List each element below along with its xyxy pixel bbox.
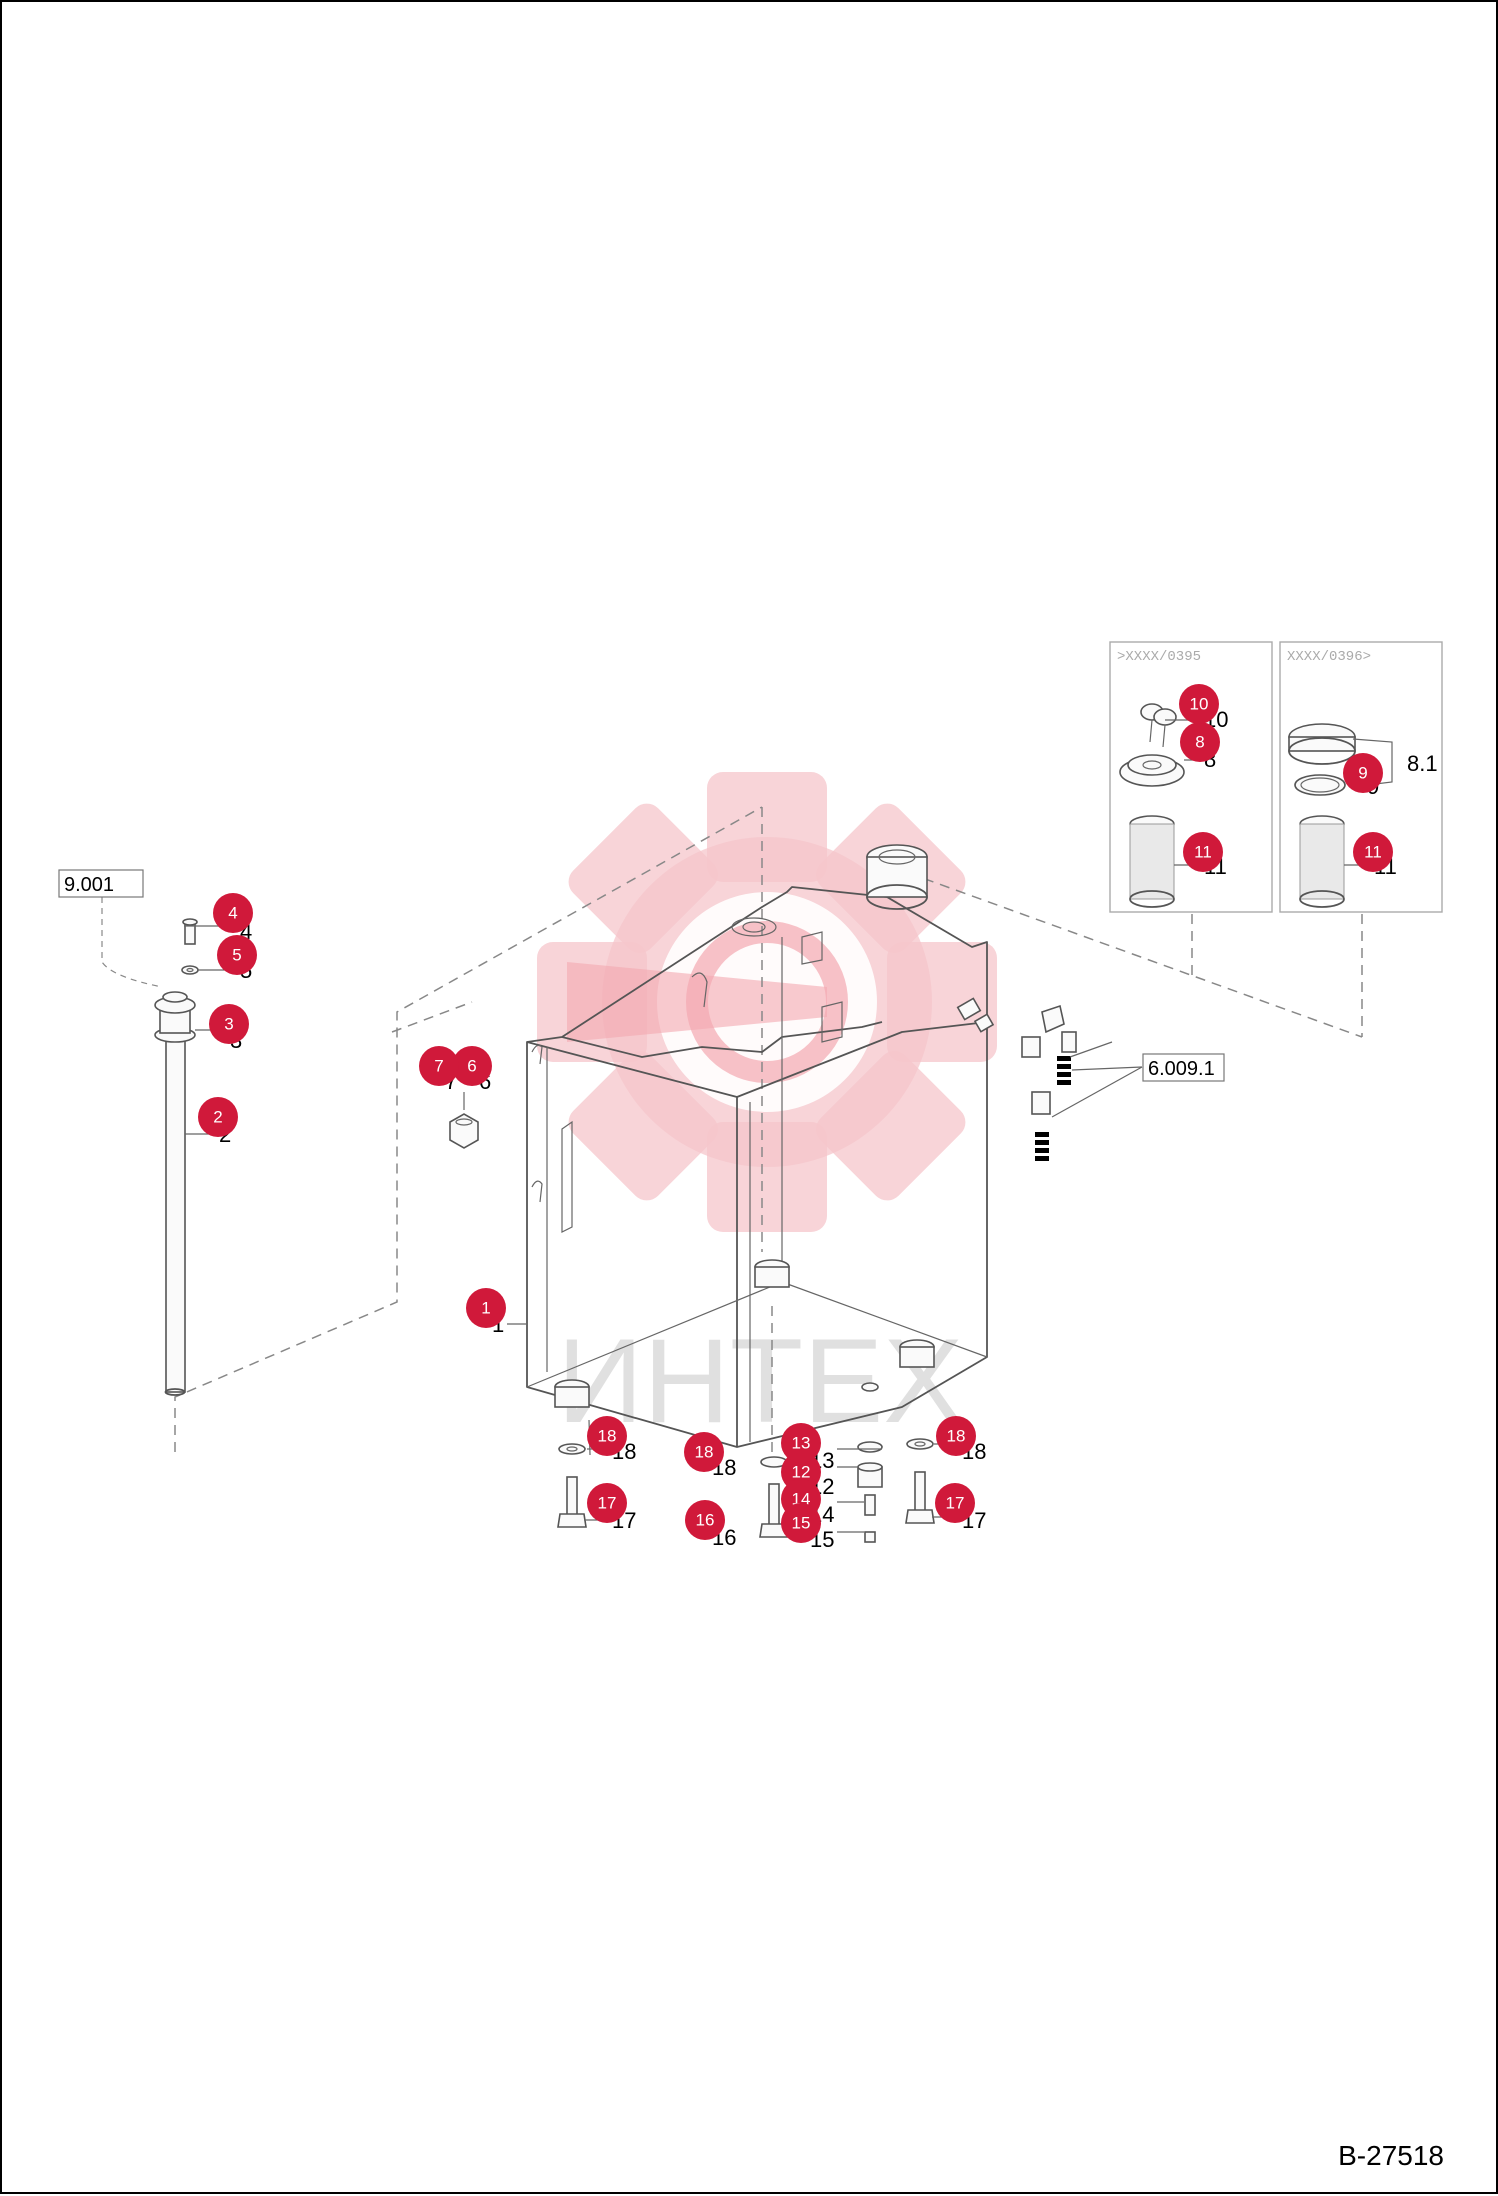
callout-18-right[interactable]: 18 <box>936 1416 976 1456</box>
svg-text:2: 2 <box>213 1108 222 1127</box>
callout-9[interactable]: 9 <box>1343 753 1383 793</box>
watermark-gear-icon <box>537 772 997 1232</box>
level-gauge-assembly <box>101 897 199 1396</box>
callout-16[interactable]: 16 <box>685 1500 725 1540</box>
drawing-number: B-27518 <box>1338 2140 1444 2171</box>
callout-13[interactable]: 13 <box>781 1423 821 1463</box>
svg-text:12: 12 <box>792 1463 811 1482</box>
svg-text:15: 15 <box>792 1514 811 1533</box>
reference-label-9-001[interactable]: 9.001 <box>58 869 144 898</box>
inset-left: >XXXX/0395 <box>1109 641 1273 913</box>
callout-6[interactable]: 6 <box>452 1046 492 1086</box>
callout-11-right[interactable]: 11 <box>1353 832 1393 872</box>
svg-text:3: 3 <box>224 1015 233 1034</box>
svg-text:18: 18 <box>947 1427 966 1446</box>
inset-left-label: >XXXX/0395 <box>1117 649 1201 665</box>
svg-text:18: 18 <box>598 1427 617 1446</box>
breather-plug <box>449 1092 479 1149</box>
bottom-fasteners <box>557 1419 935 1543</box>
watermark-text: ИНТЕХ <box>557 1314 963 1448</box>
svg-text:5: 5 <box>232 946 241 965</box>
callout-11-left[interactable]: 11 <box>1183 832 1223 872</box>
part-number: 8.1 <box>1407 751 1438 776</box>
callout-3[interactable]: 3 <box>209 1004 249 1044</box>
svg-text:10: 10 <box>1190 695 1209 714</box>
callout-bubbles: 1 2 3 4 5 6 7 8 9 10 11 11 12 13 14 15 1… <box>198 684 1393 1543</box>
svg-text:13: 13 <box>792 1434 811 1453</box>
svg-text:11: 11 <box>1194 843 1212 862</box>
reference-label-text: 6.009.1 <box>1148 1058 1215 1080</box>
callout-17-right[interactable]: 17 <box>935 1483 975 1523</box>
callout-17-left[interactable]: 17 <box>587 1483 627 1523</box>
callout-7[interactable]: 7 <box>419 1046 459 1086</box>
callout-4[interactable]: 4 <box>213 893 253 933</box>
svg-text:6: 6 <box>467 1057 476 1076</box>
callout-8[interactable]: 8 <box>1180 722 1220 762</box>
callout-1[interactable]: 1 <box>466 1288 506 1328</box>
watermark: ИНТЕХ <box>537 772 997 1448</box>
fittings-assembly <box>956 997 1143 1161</box>
callout-2[interactable]: 2 <box>198 1097 238 1137</box>
svg-text:11: 11 <box>1364 843 1382 862</box>
svg-text:17: 17 <box>598 1494 617 1513</box>
svg-text:17: 17 <box>946 1494 965 1513</box>
assembly-lines <box>174 806 1363 1452</box>
svg-text:8: 8 <box>1195 733 1204 752</box>
callout-15[interactable]: 15 <box>781 1503 821 1543</box>
reference-label-6-009-1[interactable]: 6.009.1 <box>1142 1053 1225 1082</box>
svg-text:16: 16 <box>696 1511 715 1530</box>
svg-text:18: 18 <box>695 1443 714 1462</box>
callout-18-center[interactable]: 18 <box>684 1432 724 1472</box>
hydraulic-tank <box>526 844 988 1448</box>
callout-5[interactable]: 5 <box>217 935 257 975</box>
svg-text:9: 9 <box>1358 764 1367 783</box>
inset-right-label: XXXX/0396> <box>1287 649 1371 665</box>
callout-10[interactable]: 10 <box>1179 684 1219 724</box>
callout-18-left[interactable]: 18 <box>587 1416 627 1456</box>
svg-text:4: 4 <box>228 904 237 923</box>
reference-label-text: 9.001 <box>64 874 114 896</box>
svg-text:1: 1 <box>481 1299 490 1318</box>
svg-text:7: 7 <box>434 1057 443 1076</box>
